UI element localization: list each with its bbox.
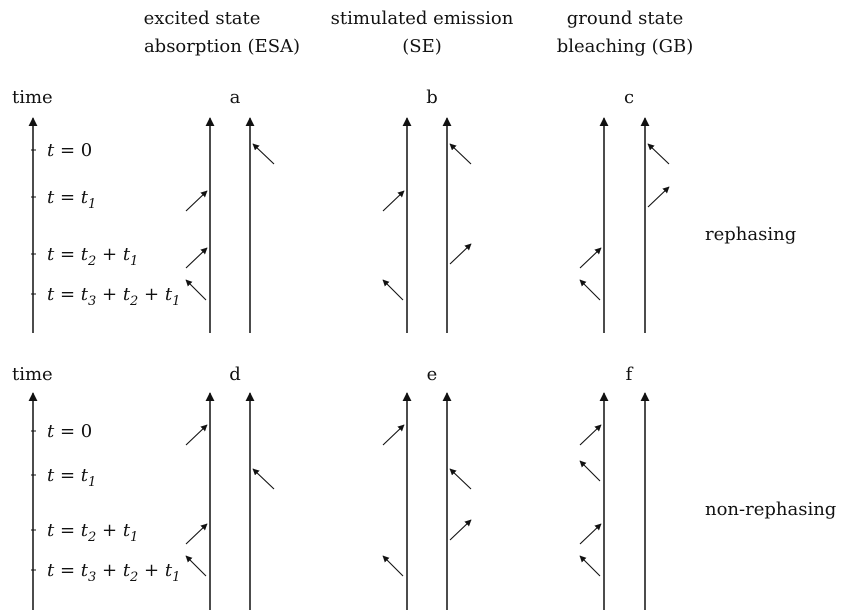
time-label: t = t1​ (47, 187, 96, 212)
header-se-line2: (SE) (402, 36, 442, 57)
interaction-arrow-f (579, 555, 601, 577)
time-label: t = t2​ + t1​ (47, 520, 138, 545)
interaction-arrow-a (185, 247, 208, 269)
header-esa-line2: absorption (ESA) (144, 36, 300, 57)
interaction-arrow-a (252, 143, 275, 165)
time-label: t = t1​ (47, 465, 96, 490)
time-label-top: time (12, 87, 53, 108)
interaction-arrow-b (382, 279, 404, 301)
panel-letter-b: b (426, 87, 438, 108)
row-label-non-rephasing: non-rephasing (705, 499, 836, 520)
time-label: t = t3​ + t2​ + t1​ (47, 560, 180, 585)
interaction-arrow-e (449, 468, 472, 490)
interaction-arrow-c (579, 247, 602, 269)
interaction-arrow-c (579, 279, 601, 301)
interaction-arrow-d (185, 424, 208, 446)
time-label: t = t3​ + t2​ + t1​ (47, 284, 180, 309)
interaction-arrow-c (647, 143, 670, 165)
interaction-arrow-b (449, 143, 472, 165)
header-gb-line2: bleaching (GB) (557, 36, 694, 57)
interaction-arrow-a (185, 190, 208, 212)
time-label: t = 0 (47, 421, 92, 442)
interaction-arrow-e (382, 555, 404, 577)
interaction-arrow-d (252, 468, 275, 490)
header-se-line1: stimulated emission (331, 8, 514, 29)
panel-letter-f: f (626, 364, 634, 385)
row-label-rephasing: rephasing (705, 224, 796, 245)
interaction-arrow-b (382, 190, 405, 212)
time-label: t = 0 (47, 140, 92, 161)
panel-letter-e: e (427, 364, 438, 385)
interaction-arrow-d (185, 523, 208, 545)
panel-letter-d: d (229, 364, 241, 385)
interaction-arrow-a (185, 279, 207, 301)
panel-letter-a: a (230, 87, 241, 108)
header-esa-line1: excited state (144, 8, 261, 29)
interaction-arrow-e (449, 519, 472, 541)
interaction-arrow-f (579, 460, 601, 482)
interaction-arrow-f (579, 523, 602, 545)
interaction-arrow-f (579, 424, 602, 446)
time-label: t = t2​ + t1​ (47, 244, 138, 269)
interaction-arrow-e (382, 424, 405, 446)
header-gb-line1: ground state (567, 8, 683, 29)
interaction-arrow-c (647, 186, 670, 208)
panel-letter-c: c (624, 87, 634, 108)
time-label-bottom: time (12, 364, 53, 385)
interaction-arrow-d (185, 555, 207, 577)
interaction-arrow-b (449, 243, 472, 265)
